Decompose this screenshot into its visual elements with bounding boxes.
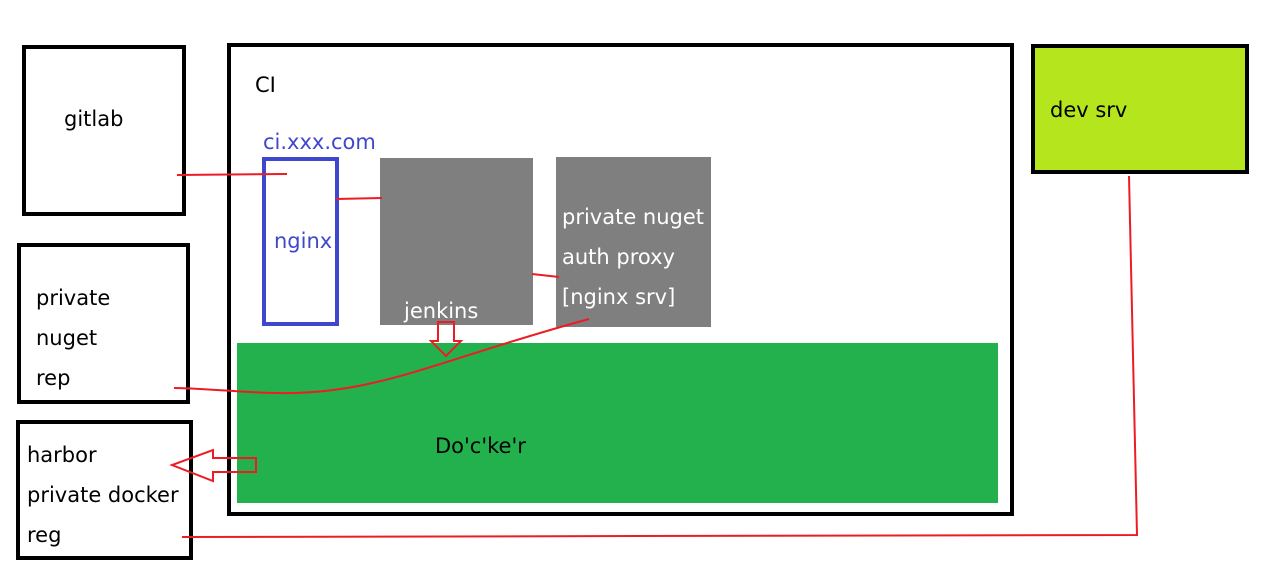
harbor-box: harbor private docker reg bbox=[16, 420, 193, 560]
nuget-proxy-line1: private nuget bbox=[562, 205, 705, 229]
harbor-line1: harbor bbox=[27, 443, 97, 467]
nginx-label: nginx bbox=[274, 229, 333, 253]
nuget-auth-proxy-box: private nuget auth proxy [nginx srv] bbox=[556, 157, 711, 327]
gitlab-box: gitlab bbox=[22, 45, 186, 216]
nuget-proxy-line2: auth proxy bbox=[562, 245, 675, 269]
ci-domain-label: ci.xxx.com bbox=[263, 130, 376, 154]
private-nuget-rep-box: private nuget rep bbox=[17, 243, 190, 404]
gitlab-label: gitlab bbox=[64, 107, 124, 131]
nuget-rep-line2: nuget bbox=[36, 326, 98, 350]
jenkins-label: jenkins bbox=[404, 299, 479, 323]
ci-label: CI bbox=[255, 73, 276, 97]
harbor-line3: reg bbox=[27, 523, 62, 547]
harbor-line2: private docker bbox=[27, 483, 179, 507]
nginx-box: nginx bbox=[262, 157, 339, 326]
docker-label: Do'c'ke'r bbox=[435, 434, 526, 458]
jenkins-box: jenkins bbox=[380, 158, 533, 325]
docker-area: Do'c'ke'r bbox=[237, 343, 998, 503]
nuget-proxy-line3: [nginx srv] bbox=[562, 285, 676, 309]
dev-srv-box: dev srv bbox=[1031, 44, 1249, 174]
nuget-rep-line1: private bbox=[36, 286, 111, 310]
dev-srv-label: dev srv bbox=[1050, 98, 1128, 122]
nuget-rep-line3: rep bbox=[36, 366, 71, 390]
